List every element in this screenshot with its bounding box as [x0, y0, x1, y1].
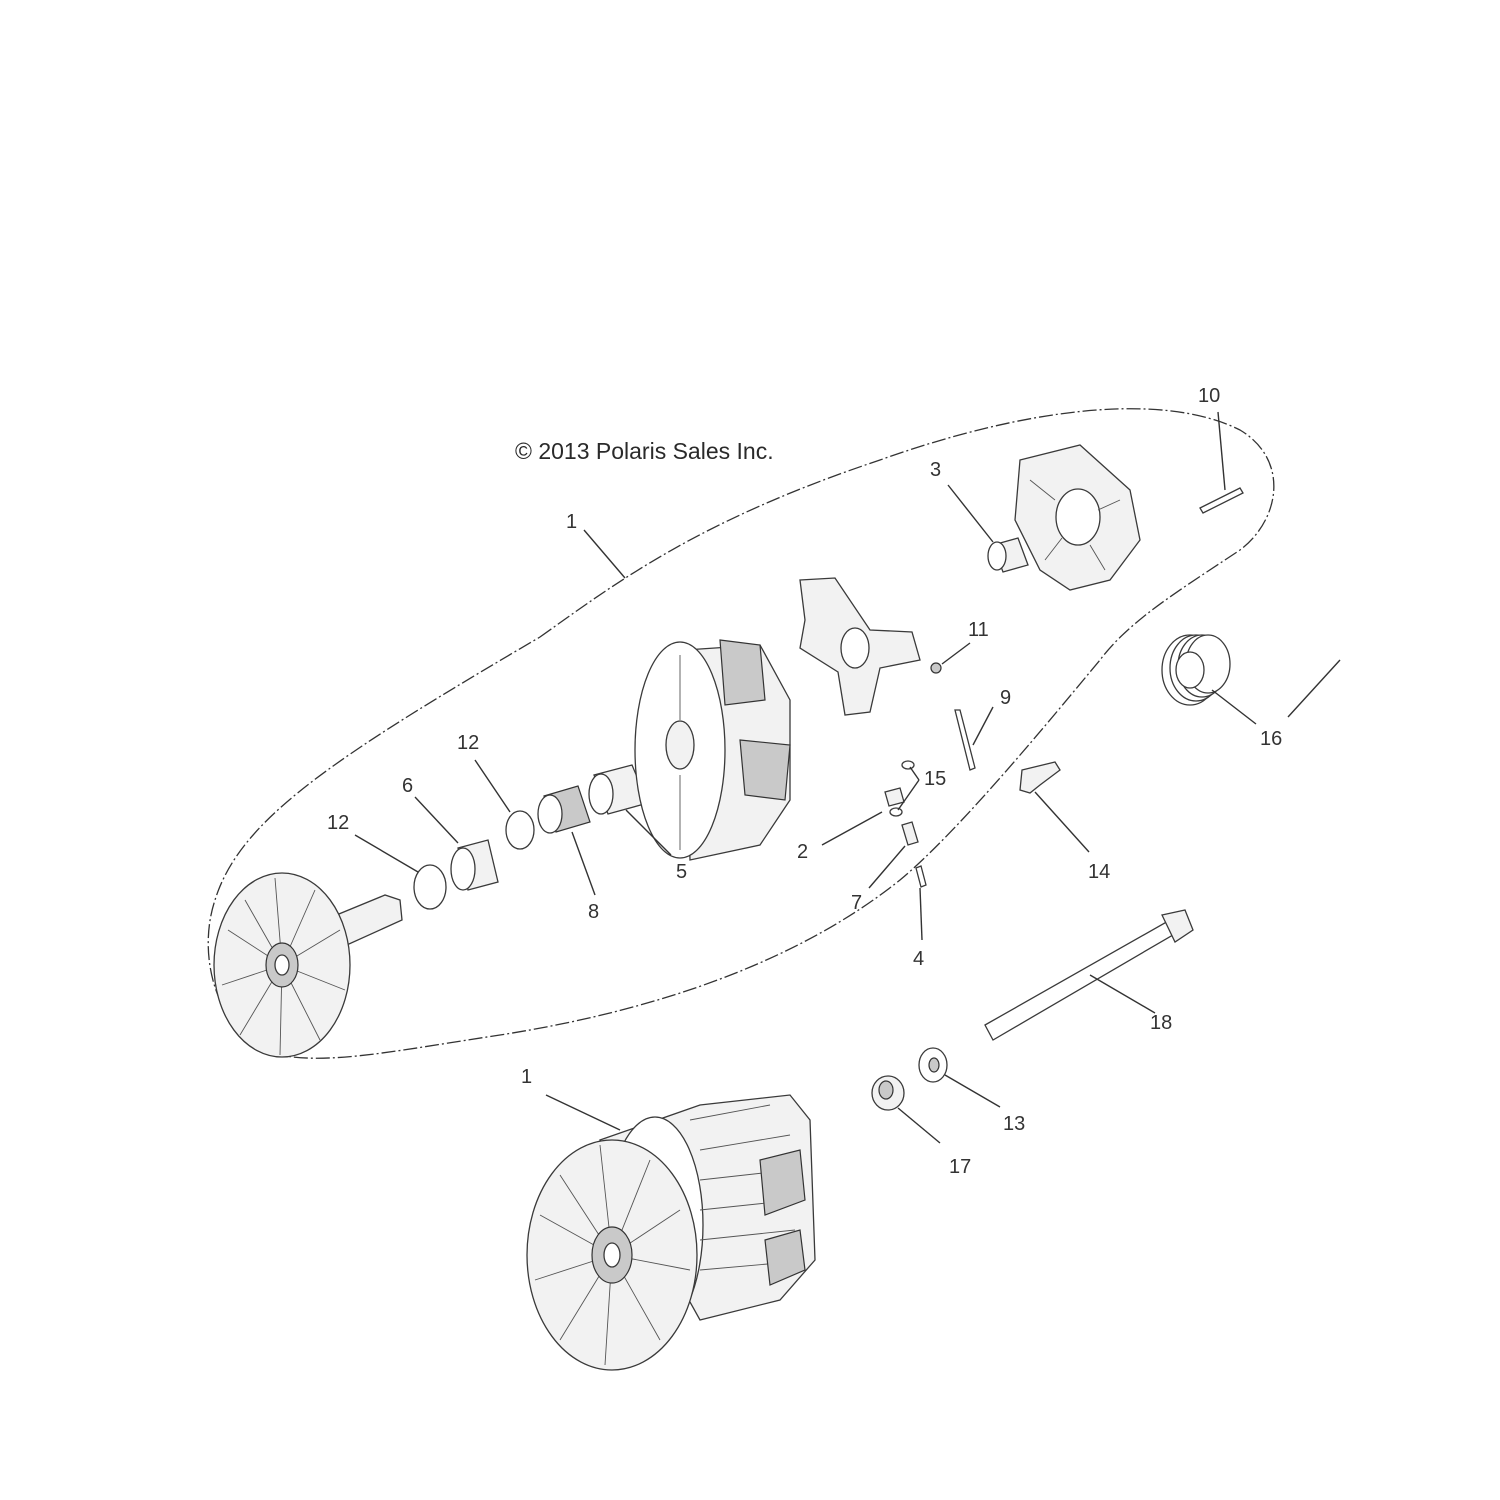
moveable-sheave-part — [634, 639, 791, 861]
roller-pin-part — [954, 709, 976, 771]
spider-part — [799, 577, 921, 716]
washer-part — [889, 760, 915, 817]
retaining-ring-part — [413, 864, 447, 910]
callout-14: 14 — [1088, 861, 1110, 883]
spacer-part — [871, 1075, 905, 1111]
flyweight-pin-part — [915, 865, 927, 888]
assembly-outline — [207, 408, 1275, 1059]
leader-lines — [354, 411, 1341, 1144]
callout-15: 15 — [924, 768, 946, 790]
callout-3: 3 — [930, 459, 941, 481]
spring-part — [1161, 634, 1231, 706]
roller-part — [884, 787, 905, 807]
callout-2: 2 — [797, 841, 808, 863]
callout-4: 4 — [913, 948, 924, 970]
callout-18: 18 — [1150, 1012, 1172, 1034]
callout-12-mid: 12 — [457, 732, 479, 754]
clutch-cover-part — [1014, 444, 1141, 591]
callout-6: 6 — [402, 775, 413, 797]
bearing-part — [537, 785, 591, 834]
bolt-part — [984, 909, 1194, 1041]
callout-8: 8 — [588, 901, 599, 923]
copyright-text: © 2013 Polaris Sales Inc. — [515, 438, 774, 464]
callout-9: 9 — [1000, 687, 1011, 709]
nut-part — [930, 662, 942, 674]
callout-17: 17 — [949, 1156, 971, 1178]
clutch-assembly-part — [526, 1094, 816, 1371]
callout-5: 5 — [676, 861, 687, 883]
callout-12-left: 12 — [327, 812, 349, 834]
flyweight-part — [1019, 761, 1061, 794]
callout-1-top: 1 — [566, 511, 577, 533]
callout-7: 7 — [851, 892, 862, 914]
bolt-washer-part — [918, 1047, 948, 1083]
callout-16: 16 — [1260, 728, 1282, 750]
bushing-part — [450, 839, 499, 891]
roller-bushing-part — [901, 821, 919, 846]
callout-labels: 1 1 2 3 4 5 6 7 8 9 10 11 12 12 13 14 15… — [327, 385, 1282, 1178]
callout-13: 13 — [1003, 1113, 1025, 1135]
callout-11: 11 — [968, 619, 989, 641]
callout-10: 10 — [1198, 385, 1220, 407]
callout-1-bottom: 1 — [521, 1066, 532, 1088]
cover-bushing-part — [987, 537, 1029, 573]
fan-shaft-part — [213, 872, 403, 1058]
cover-pin-part — [1199, 487, 1244, 514]
retaining-ring-part — [505, 810, 535, 850]
